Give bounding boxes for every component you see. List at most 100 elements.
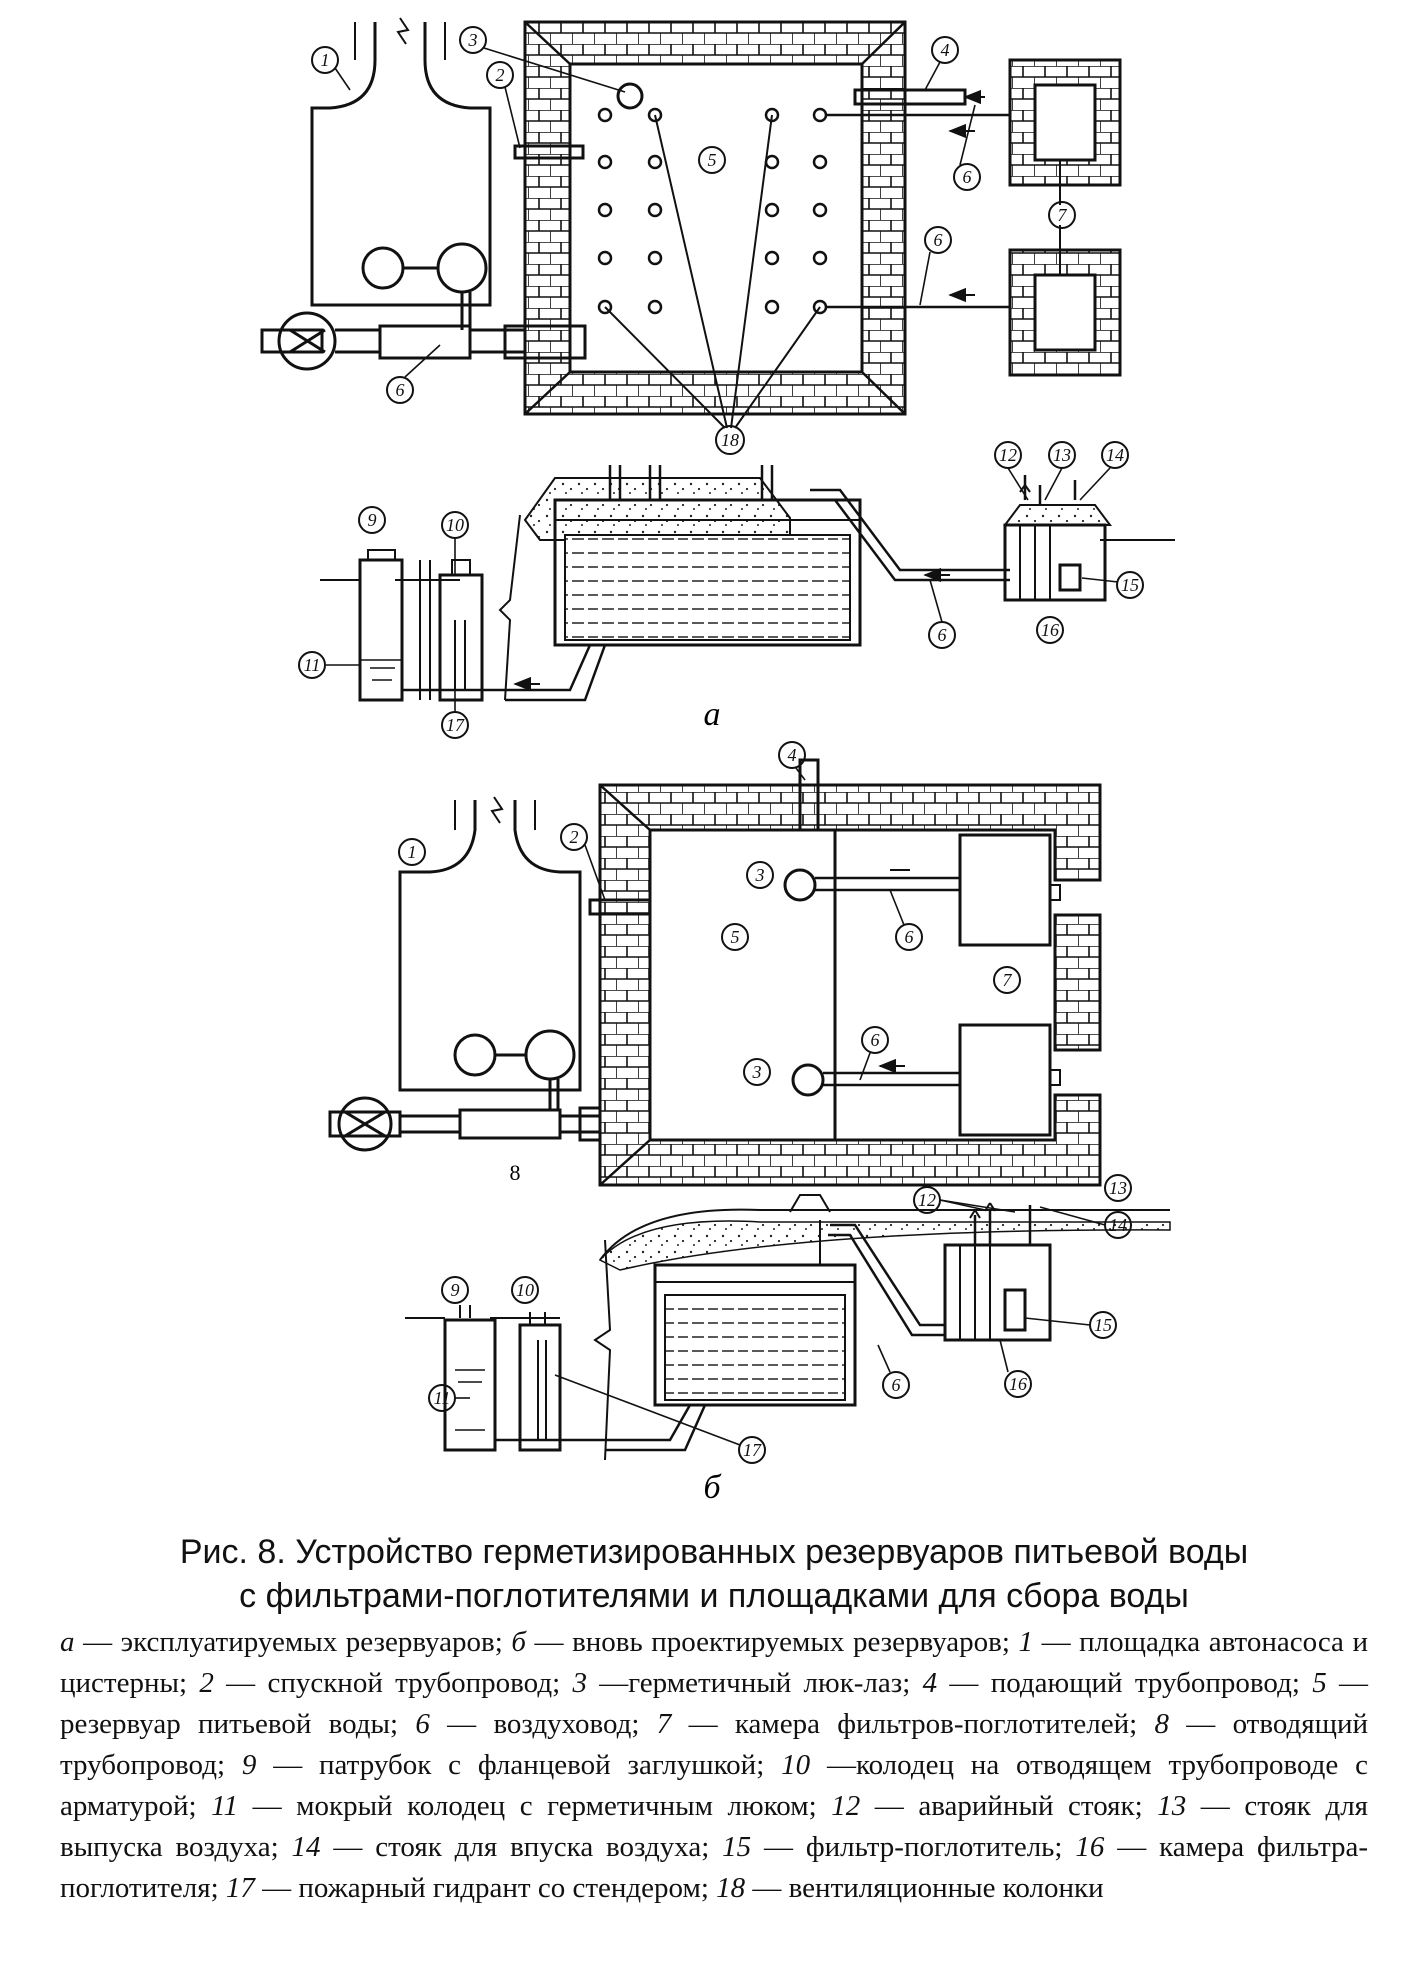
legend-text: — аварийный стояк; [860, 1790, 1158, 1822]
callout-1: 1 [321, 50, 330, 70]
legend-item: 13 — стояк для выпуска воздуха; [60, 1790, 1368, 1863]
legend-text: — вентиляционные колонки [745, 1872, 1104, 1904]
legend-key: 12 [831, 1790, 861, 1822]
tank-b [653, 1263, 857, 1407]
figure-caption: Рис. 8. Устройство герметизированных рез… [60, 1530, 1368, 1618]
legend-item: 5 — резервуар питьевой воды; [60, 1667, 1368, 1740]
pump-platform-a [310, 22, 492, 307]
legend-text: — площадка автонасоса и цистерны; [60, 1626, 1369, 1699]
section-b [405, 1194, 1171, 1461]
callout-14: 14 [1106, 445, 1124, 465]
legend-item: 9 — патрубок с фланцевой заглушкой; [242, 1749, 781, 1781]
callout-6: 6 [934, 230, 943, 250]
legend-item: 15 — фильтр-поглотитель; [722, 1831, 1075, 1863]
legend-text: — мокрый колодец с герметичным люком; [238, 1790, 832, 1822]
legend-key: 3 [572, 1667, 587, 1699]
callout-15: 15 [1094, 1315, 1112, 1335]
filter-chamber-section-a [1003, 523, 1107, 602]
subfigure-label-b: б [703, 1469, 722, 1506]
callout-3: 3 [755, 865, 765, 885]
callout-17: 17 [743, 1440, 762, 1460]
callout-12: 12 [918, 1190, 936, 1210]
legend-text: — воздуховод; [429, 1708, 657, 1740]
legend-key: 18 [716, 1872, 746, 1904]
legend-text: — патрубок с фланцевой заглушкой; [256, 1749, 782, 1781]
figure-legend: а — эксплуатируемых резервуаров; б — вно… [60, 1622, 1368, 1909]
callout-7: 7 [1058, 205, 1068, 225]
legend-text: — камера фильтров-поглотителей; [671, 1708, 1155, 1740]
callout-5: 5 [708, 150, 717, 170]
callout-16: 16 [1009, 1374, 1027, 1394]
legend-item: 6 — воздуховод; [415, 1708, 656, 1740]
callout-7: 7 [1003, 970, 1013, 990]
legend-text: — камера фильтра-поглотителя; [60, 1831, 1368, 1904]
callout-5: 5 [731, 927, 740, 947]
legend-item: 14 — стояк для впуска воздуха; [292, 1831, 723, 1863]
legend-text: — стояк для впуска воздуха; [320, 1831, 723, 1863]
callout-14: 14 [1109, 1215, 1127, 1235]
legend-text: — фильтр-поглотитель; [751, 1831, 1076, 1863]
legend-item: 7 — камера фильтров-поглотителей; [657, 1708, 1155, 1740]
legend-item: а — эксплуатируемых резервуаров; [60, 1626, 511, 1658]
legend-key: 2 [199, 1667, 214, 1699]
callout-15: 15 [1121, 575, 1139, 595]
callout-9: 9 [451, 1280, 460, 1300]
legend-key: 6 [415, 1708, 430, 1740]
legend-key: а [60, 1626, 75, 1658]
legend-item: б — вновь проектируемых резервуаров; [511, 1626, 1018, 1658]
legend-item: 3 —герметичный люк-лаз; [572, 1667, 922, 1699]
filter-chamber-b1 [958, 833, 1052, 947]
legend-item: 18 — вентиляционные колонки [716, 1872, 1103, 1904]
legend-key: 11 [211, 1790, 238, 1822]
technical-drawing: 1 2 3 4 5 6 7 6 6 18 12 13 14 15 16 6 9 … [260, 17, 1175, 1506]
callout-11: 11 [304, 655, 321, 675]
callout-13: 13 [1109, 1178, 1127, 1198]
legend-key: б [511, 1626, 526, 1658]
callout-11: 11 [434, 1388, 451, 1408]
callout-17: 17 [446, 715, 465, 735]
subfigure-label-a: а [704, 696, 721, 733]
filter-chamber-section-b [943, 1243, 1052, 1342]
legend-key: 15 [722, 1831, 752, 1863]
callout-1: 1 [408, 842, 417, 862]
legend-key: 10 [781, 1749, 811, 1781]
callout-6: 6 [905, 927, 914, 947]
legend-item: 12 — аварийный стояк; [831, 1790, 1157, 1822]
callout-2: 2 [496, 65, 505, 85]
legend-key: 7 [656, 1708, 672, 1740]
legend-text: — спускной трубопровод; [213, 1667, 573, 1699]
legend-key: 4 [922, 1667, 938, 1699]
legend-item: 2 — спускной трубопровод; [199, 1667, 572, 1699]
legend-text: — резервуар питьевой воды; [60, 1667, 1369, 1740]
legend-text: — эксплуатируемых резервуаров; [74, 1626, 512, 1658]
caption-line-1: Рис. 8. Устройство герметизированных рез… [179, 1533, 1249, 1571]
callout-2: 2 [570, 827, 579, 847]
filter-chamber-a2 [1008, 248, 1122, 377]
label-8: 8 [510, 1160, 521, 1185]
legend-item: 10 —колодец на отводящем трубопроводе с … [60, 1749, 1368, 1822]
plan-a [260, 17, 1122, 429]
caption-line-2: с фильтрами-поглотителями и площадками д… [239, 1577, 1189, 1615]
legend-item: 16 — камера фильтра-поглотителя; [60, 1831, 1368, 1904]
callout-13: 13 [1053, 445, 1071, 465]
legend-key: 16 [1075, 1831, 1105, 1863]
legend-key: 13 [1157, 1790, 1187, 1822]
callout-6: 6 [892, 1375, 901, 1395]
callout-4: 4 [788, 745, 797, 765]
legend-key: 17 [225, 1872, 255, 1904]
callout-6: 6 [396, 380, 405, 400]
callout-10: 10 [446, 515, 464, 535]
legend-item: 17 — пожарный гидрант со стендером; [226, 1872, 716, 1904]
callout-12: 12 [999, 445, 1017, 465]
legend-key: 14 [291, 1831, 321, 1863]
plan-b [328, 758, 1102, 1187]
filter-chamber-b2 [958, 1023, 1052, 1137]
legend-key: 5 [1312, 1667, 1327, 1699]
callout-3: 3 [752, 1062, 762, 1082]
legend-item: 4 — подающий трубопровод; [923, 1667, 1313, 1699]
legend-item: 8 — отводящий трубопровод; [60, 1708, 1368, 1781]
legend-key: 8 [1154, 1708, 1170, 1740]
callout-18: 18 [721, 430, 739, 450]
callout-16: 16 [1041, 620, 1059, 640]
legend-key: 9 [241, 1749, 257, 1781]
